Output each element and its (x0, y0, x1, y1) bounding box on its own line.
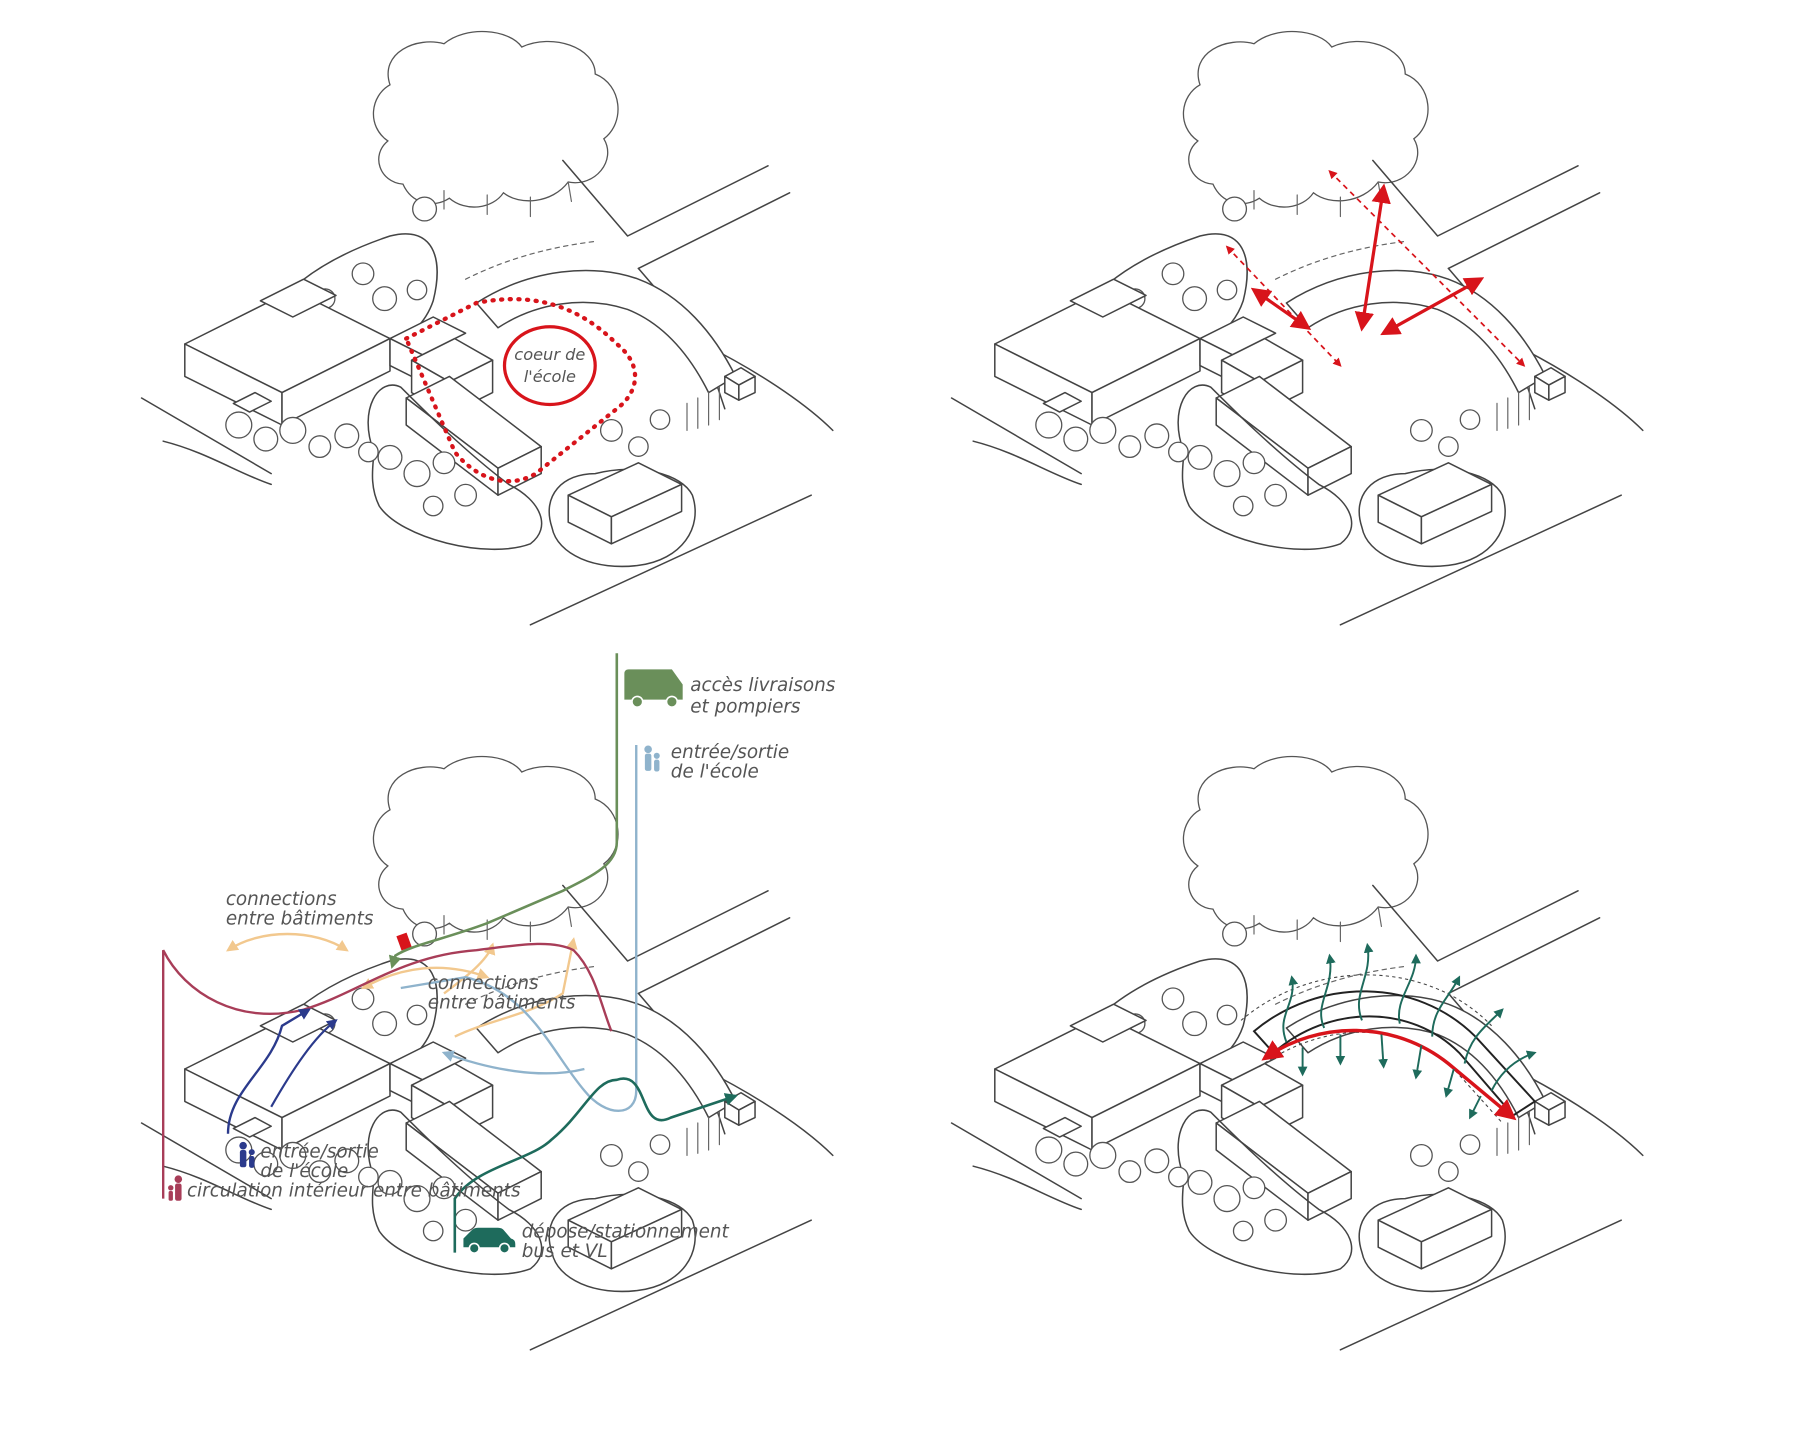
junction-marker (396, 932, 412, 951)
delivery-access-path (388, 653, 619, 969)
connections-mid-label-1: connections (428, 973, 539, 994)
connections-top-label-1: connections (226, 889, 337, 910)
school-heart-circle (502, 325, 597, 407)
school-entry-left-label-2: de l'école (260, 1161, 348, 1182)
panel-top-left: coeur de l'école (140, 30, 834, 626)
school-heart-label-2: l'école (524, 367, 576, 386)
school-entry-right-label-1: entrée/sortie (671, 742, 789, 763)
school-entry-left-path (226, 1008, 312, 1134)
dropoff-path (453, 1077, 739, 1253)
site-sketch (140, 30, 834, 626)
pedestrians-icon (239, 1141, 255, 1168)
delivery-label-1: accès livraisons (690, 675, 836, 696)
connections-mid-label-2: entre bâtiments (428, 993, 576, 1014)
site-sketch (950, 30, 1644, 626)
walkway-axis (1261, 1028, 1517, 1121)
panel-bottom-right (950, 755, 1644, 1351)
dropoff-label-1: dépose/stationnement (522, 1221, 730, 1242)
opening-arrows (1282, 942, 1537, 1120)
school-entry-left-branch (270, 1019, 338, 1108)
van-icon (624, 669, 683, 709)
site-sketch (140, 755, 834, 1351)
connections-top-label-2: entre bâtiments (226, 908, 374, 929)
delivery-label-2: et pompiers (690, 697, 801, 718)
interior-circulation-path (162, 942, 613, 1199)
dropoff-label-2: bus et VL (522, 1241, 608, 1262)
interior-circulation-label: circulation intérieur entre bâtiments (187, 1180, 521, 1201)
school-entry-right-label-2: de l'école (671, 761, 759, 782)
pedestrians-icon (168, 1175, 183, 1201)
axis-arrows (1225, 169, 1526, 367)
site-sketch (950, 755, 1644, 1351)
car-icon (463, 1227, 516, 1254)
pedestrians-icon (644, 745, 660, 772)
school-entry-left-label-1: entrée/sortie (260, 1142, 378, 1163)
school-heart-zone (403, 297, 638, 484)
panel-bottom-left: accès livraisons et pompiers entrée/sort… (140, 653, 836, 1351)
panel-top-right (950, 30, 1644, 626)
school-entry-right-path (400, 745, 638, 1113)
school-heart-label-1: coeur de (514, 345, 585, 364)
